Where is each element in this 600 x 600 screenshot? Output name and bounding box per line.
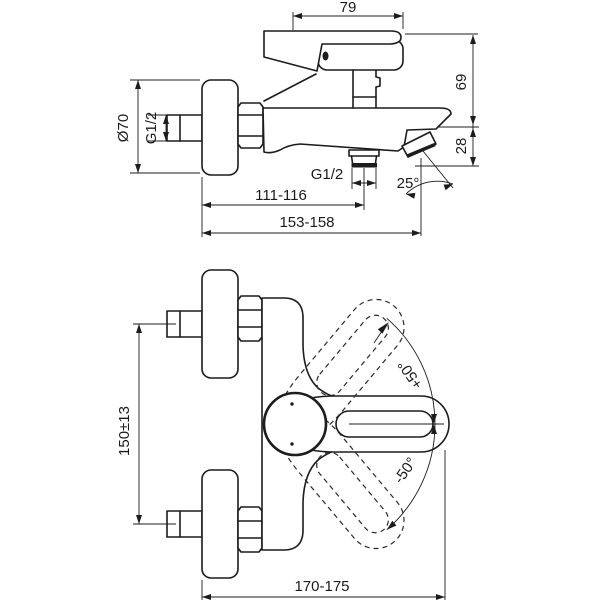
arrow-icon — [367, 180, 376, 186]
hose-outlet-opening — [351, 163, 377, 168]
hex-nut-side — [237, 102, 264, 149]
arrow-icon — [293, 13, 302, 19]
aerator-opening — [406, 142, 436, 158]
lever-rotated-down-dashed — [284, 419, 405, 550]
hose-outlet-sides — [350, 155, 378, 164]
arrow-icon — [470, 157, 476, 166]
pivot-pin-icon — [322, 51, 329, 61]
dim-28-label: 28 — [453, 138, 470, 155]
arrow-icon — [352, 180, 361, 186]
arrow-icon — [470, 35, 476, 44]
arrow-icon — [163, 132, 169, 141]
dim-79-label: 79 — [340, 0, 357, 16]
front-view-dimensions: 150±13 170-175 — [116, 323, 446, 600]
dim-69-label: 69 — [453, 74, 470, 91]
arrow-icon — [436, 594, 445, 600]
neck-right-edge — [375, 69, 381, 109]
arrow-icon — [443, 184, 453, 191]
arrow-icon — [470, 116, 476, 125]
arrow-icon — [202, 202, 211, 208]
screw-dot-icon — [290, 442, 294, 446]
side-view-dimensions: 79 69 28 Ø70 G1/2 G1/2 — [115, 0, 479, 237]
wall-flange-side — [201, 79, 239, 176]
swing-arc — [386, 317, 436, 531]
aerator — [401, 131, 437, 158]
wall-flange-top — [201, 269, 239, 379]
arrow-icon — [386, 520, 397, 530]
arrow-icon — [355, 202, 364, 208]
dim-150-label: 150±13 — [116, 406, 133, 456]
lever-handle-side — [263, 30, 402, 72]
arrow-icon — [394, 13, 403, 19]
dim-25deg-label: 25° — [397, 175, 420, 192]
arrow-icon — [431, 425, 437, 434]
angle-arc — [405, 180, 454, 195]
arrow-icon — [163, 115, 169, 124]
arrow-icon — [470, 128, 476, 137]
arrow-icon — [406, 192, 416, 199]
arrow-icon — [135, 80, 141, 89]
wall-flange-bottom — [201, 469, 239, 579]
dim-111-116-label: 111-116 — [255, 187, 307, 204]
dim-170-175-label: 170-175 — [294, 578, 349, 595]
screw-dot-icon — [290, 402, 294, 406]
mixer-body-side — [262, 107, 452, 154]
angle-ray — [422, 150, 454, 189]
arrow-icon — [135, 164, 141, 173]
hex-nut-top — [237, 295, 263, 342]
arrow-icon — [202, 230, 211, 236]
inlet-pipe-side — [166, 114, 203, 142]
hex-nut-bottom — [237, 506, 263, 553]
lever-rotated-up-dashed — [284, 298, 405, 429]
arrow-icon — [136, 324, 142, 333]
arrow-icon — [136, 515, 142, 524]
swing-down-label: -50° — [391, 454, 421, 486]
hose-outlet-flange — [348, 149, 380, 157]
front-view: +50° -50° — [166, 269, 450, 579]
arrow-icon — [377, 322, 389, 334]
side-view — [166, 30, 452, 176]
dim-d70-label: Ø70 — [115, 114, 132, 142]
swing-radial-tick — [373, 332, 382, 344]
dim-g12-inlet-label: G1/2 — [143, 112, 160, 145]
dim-g12-outlet-label: G1/2 — [311, 166, 344, 183]
swing-up-label: +50° — [395, 357, 427, 393]
dim-153-158-label: 153-158 — [279, 214, 334, 231]
arrow-icon — [431, 414, 437, 423]
escutcheon-slope — [263, 73, 317, 102]
valve-escutcheon — [262, 391, 328, 457]
arrow-icon — [202, 594, 211, 600]
arrow-icon — [412, 230, 421, 236]
